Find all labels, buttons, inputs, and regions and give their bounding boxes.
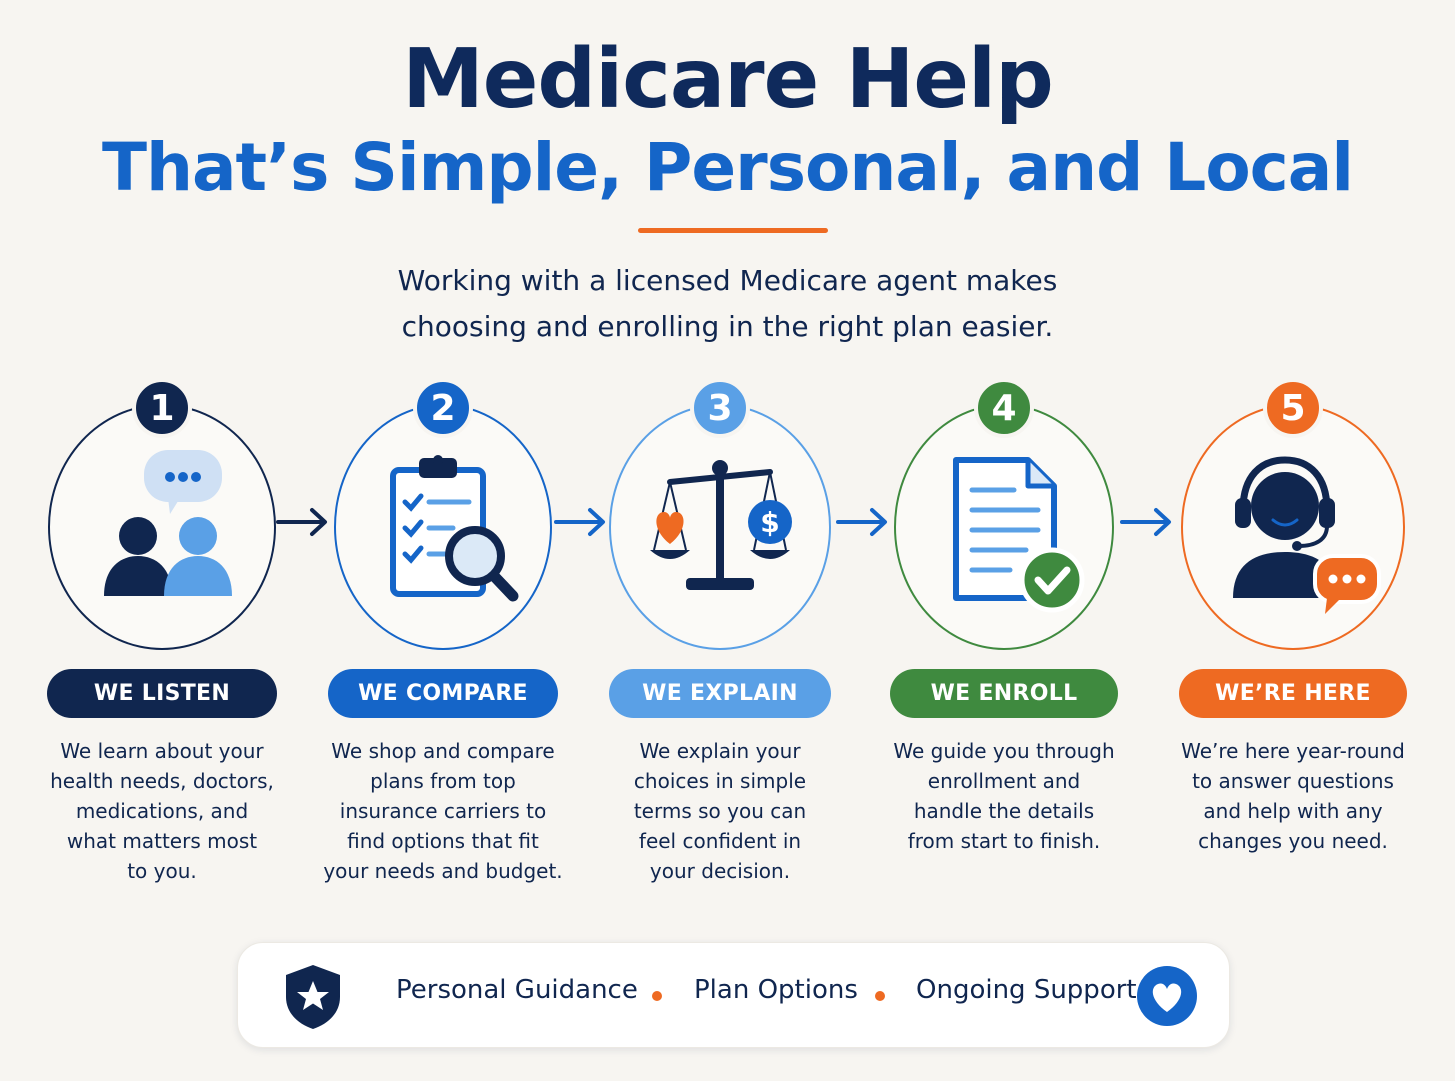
shield-star-icon (286, 965, 340, 1029)
separator-dot (875, 991, 885, 1001)
benefit-personal-guidance: Personal Guidance (396, 975, 638, 1005)
step-description: We explain your choices in simple terms … (570, 736, 870, 886)
arrow-right-icon (554, 508, 605, 536)
step-description: We shop and compare plans from top insur… (293, 736, 593, 886)
desc-line: to answer questions (1192, 769, 1394, 793)
step-explain: 3 $ WE EXPLAIN We explain your choices i… (570, 0, 870, 1081)
desc-line: your decision. (649, 859, 791, 883)
desc-line: changes you need. (1198, 829, 1388, 853)
step-number-badge: 5 (1263, 378, 1323, 438)
svg-text:$: $ (760, 506, 779, 539)
step-description: We guide you through enrollment and hand… (854, 736, 1154, 856)
desc-line: enrollment and (927, 769, 1081, 793)
step-label: WE ENROLL (890, 669, 1118, 718)
desc-line: and help with any (1203, 799, 1383, 823)
desc-line: find options that fit (347, 829, 539, 853)
step-label: WE LISTEN (47, 669, 277, 718)
intro-text: Working with a licensed Medicare agent m… (0, 258, 1455, 350)
separator-dot (652, 991, 662, 1001)
desc-line: to you. (127, 859, 197, 883)
desc-line: We’re here year-round (1181, 739, 1405, 763)
desc-line: choices in simple (633, 769, 807, 793)
balance-scale-icon: $ (630, 440, 810, 620)
page-subtitle: That’s Simple, Personal, and Local (102, 129, 1354, 206)
document-check-icon (914, 440, 1094, 620)
step-number-badge: 3 (690, 378, 750, 438)
benefit-ongoing-support: Ongoing Support (916, 975, 1137, 1005)
desc-line: We guide you through (893, 739, 1115, 763)
heart-icon (1137, 966, 1197, 1026)
step-listen: 1 WE LISTEN We learn about your health n… (12, 0, 312, 1081)
step-here: 5 WE’RE HERE We’re here year-round to an… (1143, 0, 1443, 1081)
arrow-right-icon (836, 508, 887, 536)
step-description: We’re here year-round to answer question… (1143, 736, 1443, 856)
desc-line: We explain your (639, 739, 801, 763)
step-label: WE’RE HERE (1179, 669, 1407, 718)
desc-line: We learn about your (60, 739, 264, 763)
step-number-badge: 1 (132, 378, 192, 438)
step-enroll: 4 WE ENROLL We guide you through enrollm… (854, 0, 1154, 1081)
step-label: WE COMPARE (328, 669, 558, 718)
headset-agent-icon (1203, 440, 1383, 620)
desc-line: from start to finish. (907, 829, 1101, 853)
step-number-badge: 4 (974, 378, 1034, 438)
intro-line: choosing and enrolling in the right plan… (401, 310, 1054, 343)
step-number-badge: 2 (413, 378, 473, 438)
benefits-bar: Personal Guidance Plan Options Ongoing S… (237, 942, 1230, 1048)
desc-line: plans from top (370, 769, 516, 793)
page-title: Medicare Help (402, 32, 1054, 127)
desc-line: what matters most (66, 829, 258, 853)
desc-line: terms so you can (633, 799, 807, 823)
desc-line: feel confident in (638, 829, 802, 853)
desc-line: insurance carriers to (339, 799, 547, 823)
arrow-right-icon (276, 508, 327, 536)
benefit-plan-options: Plan Options (694, 975, 858, 1005)
desc-line: your needs and budget. (323, 859, 563, 883)
desc-line: handle the details (913, 799, 1095, 823)
conversation-people-icon (72, 440, 252, 620)
step-circle (48, 404, 276, 650)
title-underline (638, 228, 828, 233)
arrow-right-icon (1120, 508, 1171, 536)
desc-line: We shop and compare (331, 739, 555, 763)
desc-line: health needs, doctors, (50, 769, 274, 793)
clipboard-magnifier-icon (353, 440, 533, 620)
intro-line: Working with a licensed Medicare agent m… (397, 264, 1058, 297)
step-label: WE EXPLAIN (609, 669, 831, 718)
step-compare: 2 WE COMPARE We shop and compare plans f… (293, 0, 593, 1081)
desc-line: medications, and (75, 799, 249, 823)
step-description: We learn about your health needs, doctor… (12, 736, 312, 886)
